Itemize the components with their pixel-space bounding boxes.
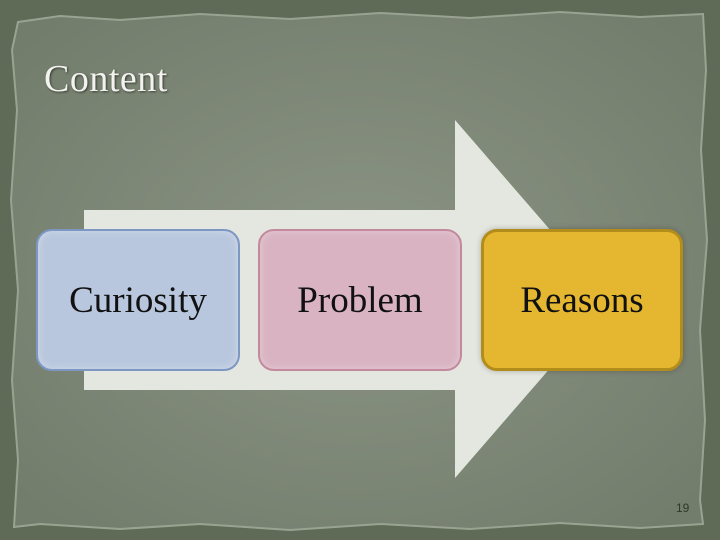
slide-title: Content [44,58,168,100]
step-reasons: Reasons [481,229,683,371]
page-number: 19 [676,501,690,515]
step-problem: Problem [258,229,462,371]
step-curiosity: Curiosity [36,229,240,371]
